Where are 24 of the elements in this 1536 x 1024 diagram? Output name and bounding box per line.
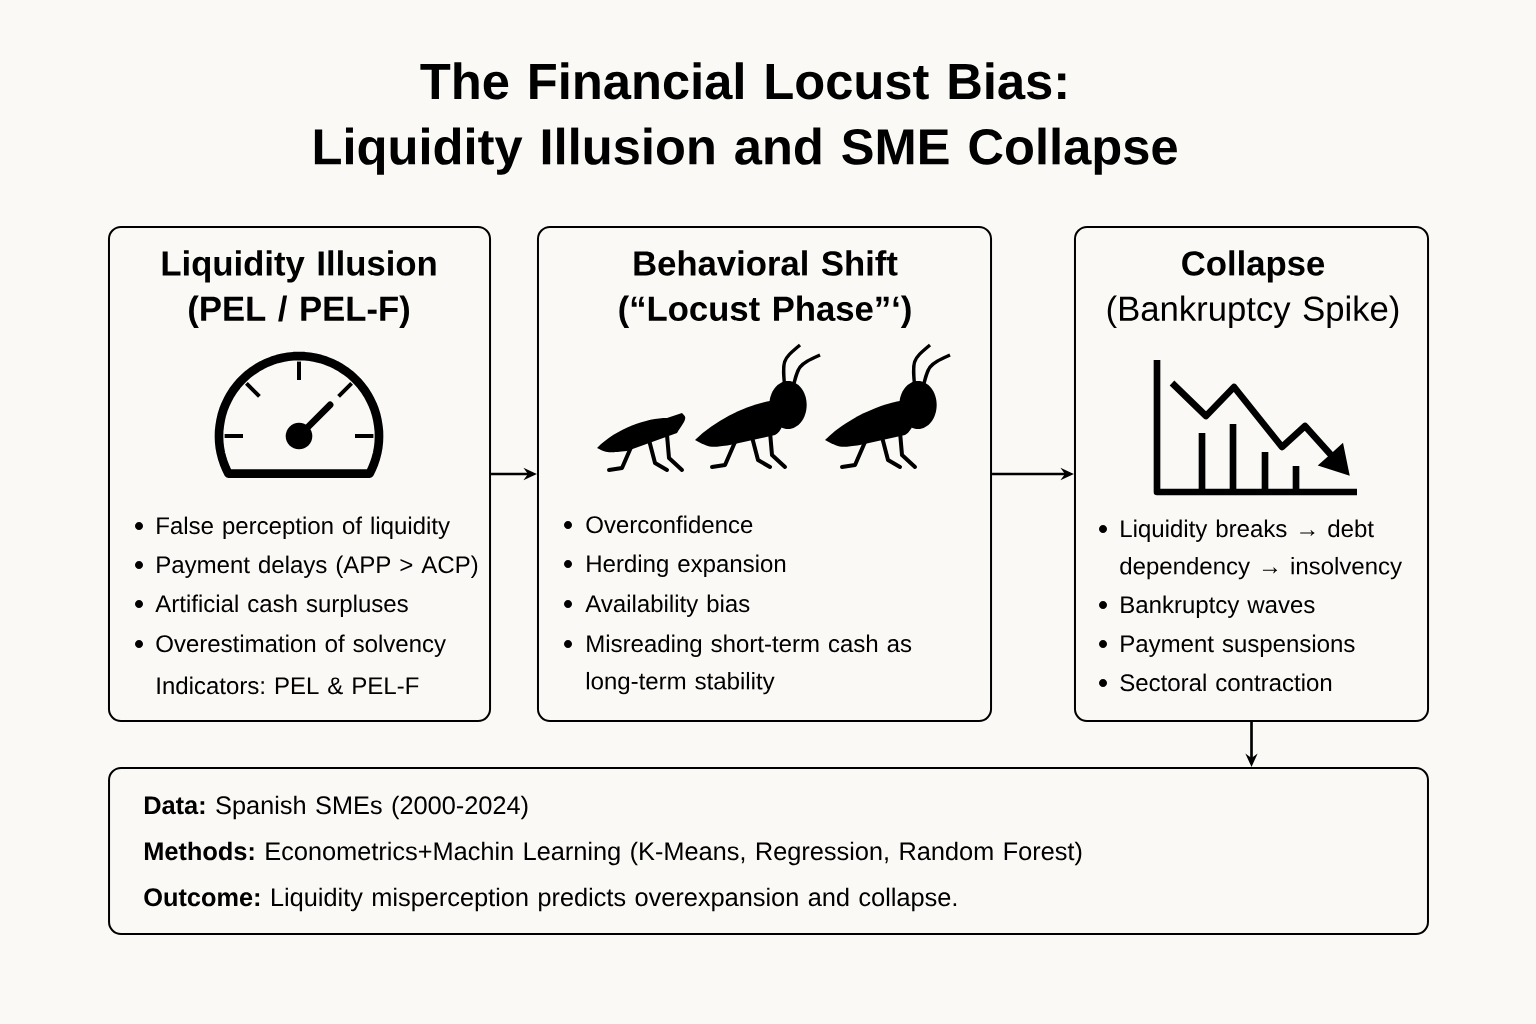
- box-heading: Collapse (Bankruptcy Spike): [1107, 250, 1399, 328]
- bullet-item: Artificial cash surpluses: [135, 594, 408, 617]
- bullet-item: Overestimation of solvency: [135, 634, 446, 657]
- bullet-item: Liquidity breaks → debt dependency → insolvency: [1099, 519, 1402, 580]
- bullet-item: Misreading short-term cash as long-term stability: [564, 634, 912, 695]
- box-heading: Behavioral Shift (“Locust Phase”‘): [619, 250, 911, 328]
- bullet-item: Herding expansion: [564, 554, 786, 577]
- box-heading: Liquidity Illusion (PEL / PEL-F): [162, 250, 436, 328]
- summary-line: Data: Spanish SMEs (2000-2024): [144, 795, 528, 820]
- bullet-item: Indicators: PEL & PEL-F: [157, 676, 419, 695]
- stage-box: [536, 226, 993, 722]
- stage-box: [1073, 226, 1430, 722]
- bullet-item: Sectoral contraction: [1099, 673, 1332, 692]
- stage-box: [108, 767, 1429, 935]
- title: The Financial Locust Bias: Liquidity Illusion and SME Collapse: [314, 62, 1177, 175]
- bullet-item: Overconfidence: [564, 515, 753, 534]
- bullet-item: Availability bias: [564, 594, 750, 617]
- bullet-item: Bankruptcy waves: [1099, 595, 1315, 618]
- bullet-item: Payment suspensions: [1099, 634, 1355, 657]
- summary-line: Methods: Econometrics+Machin Learning (K-Means, Regression, Random Forest): [144, 841, 1082, 866]
- bullet-item: Payment delays (APP > ACP): [135, 555, 478, 578]
- summary-line: Outcome: Liquidity misperception predicts overexpansion and collapse.: [144, 887, 957, 912]
- bullet-item: False perception of liquidity: [135, 516, 450, 539]
- stage-box: [108, 226, 492, 722]
